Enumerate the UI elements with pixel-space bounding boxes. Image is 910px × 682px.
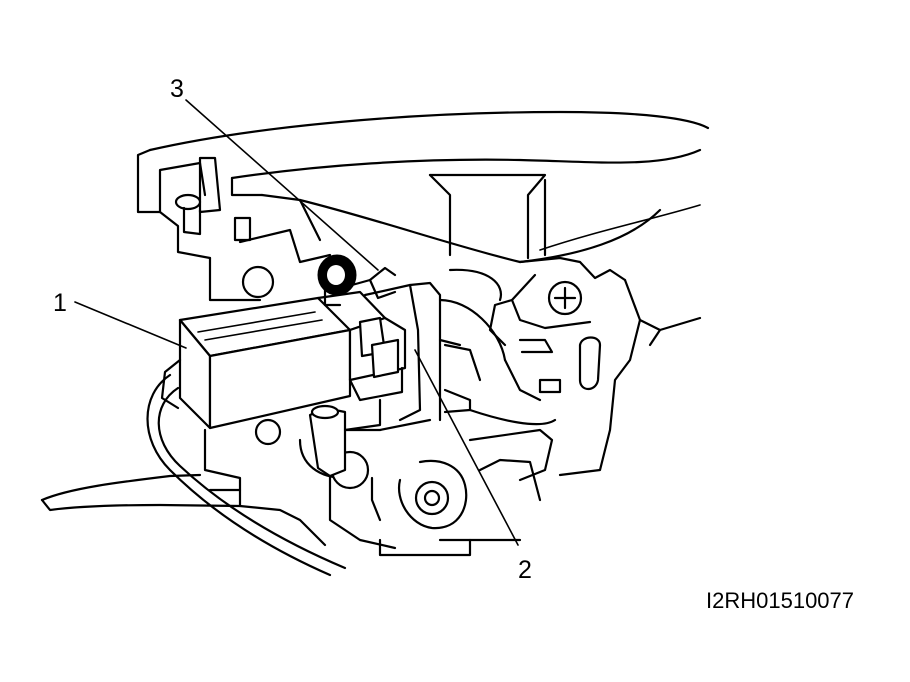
- harness-lead: [146, 373, 347, 577]
- callout-2: 2: [518, 556, 532, 584]
- callout-1: 1: [53, 289, 67, 317]
- lower-base: [40, 473, 327, 547]
- upper-housing: [136, 110, 710, 264]
- figure-code: I2RH01510077: [706, 588, 854, 613]
- leader-lines: [74, 99, 519, 546]
- linkage-bracket: [343, 281, 557, 432]
- left-bracket: [158, 156, 262, 302]
- lever-arm: [308, 398, 382, 478]
- callout-3: 3: [170, 75, 184, 103]
- support-plate: [203, 193, 554, 557]
- right-panel: [438, 256, 702, 477]
- pivot-rod: [317, 254, 397, 307]
- actuator-unit: [160, 290, 407, 430]
